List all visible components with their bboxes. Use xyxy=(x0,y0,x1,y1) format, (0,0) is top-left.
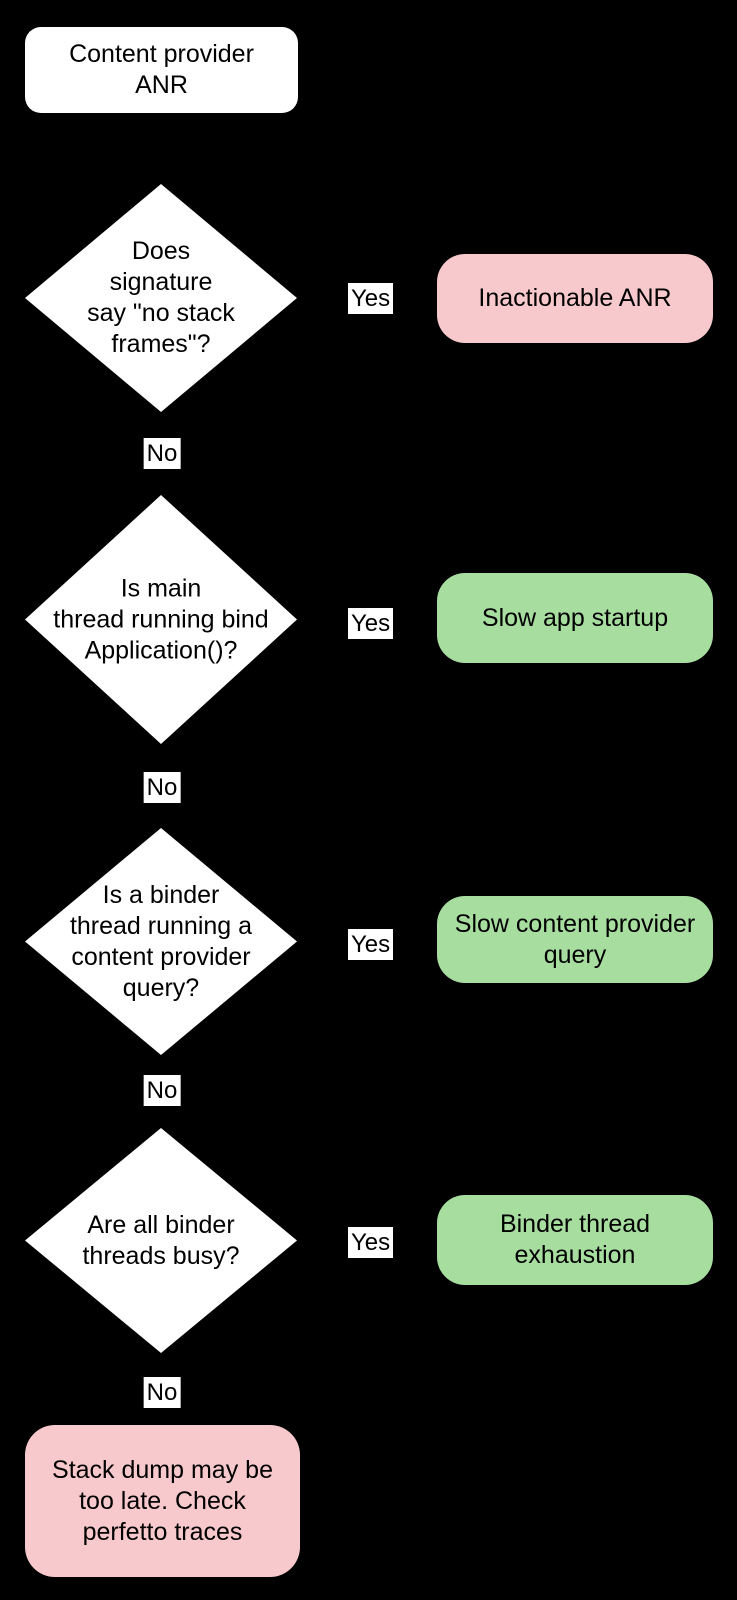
decision-node-binder-threads-busy: Are all binder threads busy? xyxy=(25,1128,297,1353)
decision-question: Does signature say "no stack frames"? xyxy=(87,237,235,358)
decision-node-signature-no-stack-frames: Does signature say "no stack frames"? xyxy=(25,184,297,412)
outcome-label: Binder thread exhaustion xyxy=(499,1210,651,1269)
yes-edge-label-2: Yes xyxy=(348,608,394,639)
outcome-node-slow-app-startup: Slow app startup xyxy=(437,573,713,663)
outcome-node-inactionable-anr: Inactionable ANR xyxy=(437,254,713,343)
final-node-label: Stack dump may be too late. Check perfet… xyxy=(52,1455,273,1546)
decision-question: Are all binder threads busy? xyxy=(82,1210,240,1270)
decision-node-binder-thread-query: Is a binder thread running a content pro… xyxy=(25,828,297,1055)
start-node-label: Content provider ANR xyxy=(69,40,254,99)
no-edge-label-3: No xyxy=(143,1075,181,1106)
yes-edge-label-4: Yes xyxy=(348,1227,394,1258)
outcome-node-binder-thread-exhaustion: Binder thread exhaustion xyxy=(437,1195,713,1285)
final-node-stack-dump-too-late: Stack dump may be too late. Check perfet… xyxy=(25,1425,300,1577)
yes-edge-label-3: Yes xyxy=(348,929,394,960)
outcome-label: Slow content provider query xyxy=(454,909,696,969)
decision-question: Is main thread running bind Application(… xyxy=(53,574,269,664)
yes-edge-label-1: Yes xyxy=(348,283,394,314)
no-edge-label-1: No xyxy=(143,438,181,469)
decision-question: Is a binder thread running a content pro… xyxy=(69,880,253,1002)
outcome-label: Inactionable ANR xyxy=(478,284,672,312)
no-edge-label-4: No xyxy=(143,1377,181,1408)
decision-node-main-thread-bindapplication: Is main thread running bind Application(… xyxy=(25,495,297,744)
outcome-label: Slow app startup xyxy=(481,603,669,632)
no-edge-label-2: No xyxy=(143,772,181,803)
start-node-content-provider-anr: Content provider ANR xyxy=(25,27,298,113)
outcome-node-slow-content-provider-query: Slow content provider query xyxy=(437,896,713,983)
